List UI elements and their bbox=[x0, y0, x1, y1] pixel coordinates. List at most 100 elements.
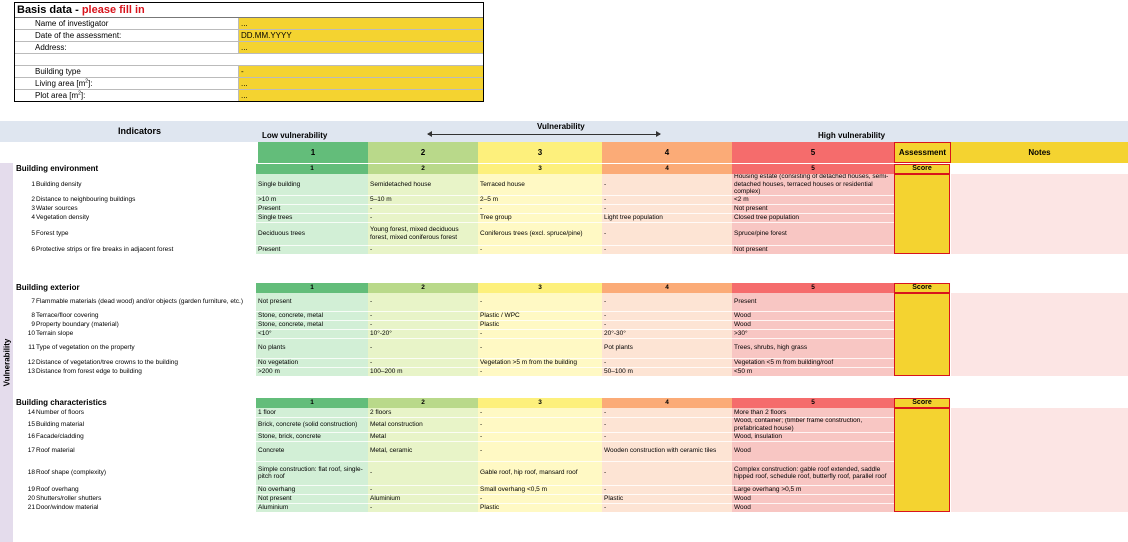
level-header-3: 3 bbox=[478, 142, 602, 163]
indicator-number: 21 bbox=[27, 503, 35, 511]
basis-label: Date of the assessment: bbox=[15, 30, 239, 41]
notes-cell[interactable] bbox=[951, 245, 1128, 254]
level-5-cell: Not present bbox=[732, 245, 894, 254]
level-1-cell: Concrete bbox=[256, 441, 368, 461]
level-4-cell: - bbox=[602, 320, 732, 329]
level-4-cell: Wooden construction with ceramic tiles bbox=[602, 441, 732, 461]
level-4-cell: - bbox=[602, 195, 732, 204]
row-divider bbox=[256, 320, 894, 321]
level-5-cell: >30° bbox=[732, 329, 894, 338]
notes-cell[interactable] bbox=[951, 320, 1128, 329]
basis-value-field[interactable]: DD.MM.YYYY bbox=[239, 30, 483, 41]
section-level-5: 5 bbox=[732, 283, 894, 293]
notes-cell[interactable] bbox=[951, 174, 1128, 195]
basis-label-text: Date of the assessment: bbox=[35, 31, 122, 40]
indicator-number: 8 bbox=[31, 311, 35, 319]
basis-label-text: Living area [m bbox=[35, 79, 86, 88]
notes-header: Notes bbox=[951, 142, 1128, 163]
level-5-cell: Wood bbox=[732, 494, 894, 503]
notes-cell[interactable] bbox=[951, 329, 1128, 338]
notes-cell[interactable] bbox=[951, 367, 1128, 376]
notes-cell[interactable] bbox=[951, 461, 1128, 485]
basis-label: Plot area [m2]: bbox=[15, 90, 239, 101]
notes-cell[interactable] bbox=[951, 494, 1128, 503]
notes-cell[interactable] bbox=[951, 293, 1128, 311]
level-4-cell: - bbox=[602, 174, 732, 195]
notes-cell[interactable] bbox=[951, 485, 1128, 494]
notes-cell[interactable] bbox=[951, 195, 1128, 204]
level-2-cell: 10°-20° bbox=[368, 329, 478, 338]
notes-cell[interactable] bbox=[951, 338, 1128, 358]
level-1-cell: Stone, brick, concrete bbox=[256, 432, 368, 441]
basis-value-field[interactable]: ... bbox=[239, 78, 483, 89]
level-2-cell: Semidetached house bbox=[368, 174, 478, 195]
assessment-score-input[interactable] bbox=[894, 174, 950, 254]
basis-title-prefix: Basis data - bbox=[17, 4, 82, 16]
level-2-cell: - bbox=[368, 461, 478, 485]
notes-cell[interactable] bbox=[951, 503, 1128, 512]
basis-value-field[interactable]: ... bbox=[239, 42, 483, 53]
level-1-cell: Brick, concrete (solid construction) bbox=[256, 417, 368, 432]
assessment-score-input[interactable] bbox=[894, 293, 950, 376]
level-2-cell: 100–200 m bbox=[368, 367, 478, 376]
indicator-number: 9 bbox=[31, 320, 35, 328]
basis-label-superscript: 2 bbox=[85, 78, 89, 85]
indicator-label: Roof material bbox=[36, 447, 75, 455]
level-4-cell: Pot plants bbox=[602, 338, 732, 358]
section-level-1: 1 bbox=[256, 283, 368, 293]
indicators-heading: Indicators bbox=[118, 126, 162, 136]
notes-cell[interactable] bbox=[951, 417, 1128, 432]
notes-cell[interactable] bbox=[951, 222, 1128, 245]
basis-value-field[interactable]: - bbox=[239, 66, 483, 77]
level-2-cell: - bbox=[368, 320, 478, 329]
level-5-cell: Wood bbox=[732, 320, 894, 329]
section-level-5: 5 bbox=[732, 398, 894, 408]
notes-cell[interactable] bbox=[951, 358, 1128, 367]
row-divider bbox=[256, 503, 894, 504]
level-5-cell: Spruce/pine forest bbox=[732, 222, 894, 245]
level-5-cell: Wood bbox=[732, 311, 894, 320]
section-level-4: 4 bbox=[602, 398, 732, 408]
notes-cell[interactable] bbox=[951, 213, 1128, 222]
basis-label-text: Address: bbox=[35, 43, 67, 52]
notes-cell[interactable] bbox=[951, 408, 1128, 417]
basis-value-field[interactable]: ... bbox=[239, 18, 483, 29]
level-5-cell: Trees, shrubs, high grass bbox=[732, 338, 894, 358]
basis-row: Address:... bbox=[15, 42, 483, 54]
level-4-cell: - bbox=[602, 408, 732, 417]
basis-row: Name of investigator... bbox=[15, 18, 483, 30]
level-4-cell: - bbox=[602, 417, 732, 432]
row-divider bbox=[256, 338, 894, 339]
notes-cell[interactable] bbox=[951, 441, 1128, 461]
indicator-label: Building density bbox=[36, 180, 82, 188]
indicator-number: 3 bbox=[31, 204, 35, 212]
assessment-score-input[interactable] bbox=[894, 408, 950, 512]
basis-value-field[interactable]: ... bbox=[239, 90, 483, 101]
level-3-cell: - bbox=[478, 293, 602, 311]
row-divider bbox=[256, 311, 894, 312]
indicator-label: Roof overhang bbox=[36, 485, 79, 493]
notes-cell[interactable] bbox=[951, 204, 1128, 213]
indicator-number: 16 bbox=[27, 432, 35, 440]
row-divider bbox=[256, 461, 894, 462]
level-5-cell: Wood bbox=[732, 441, 894, 461]
notes-cell[interactable] bbox=[951, 432, 1128, 441]
level-1-cell: Stone, concrete, metal bbox=[256, 311, 368, 320]
level-5-cell: Vegetation <5 m from building/roof bbox=[732, 358, 894, 367]
notes-cell[interactable] bbox=[951, 311, 1128, 320]
level-1-cell: Not present bbox=[256, 293, 368, 311]
basis-label-text: Plot area [m bbox=[35, 91, 79, 100]
level-4-cell: - bbox=[602, 222, 732, 245]
level-header-5: 5 bbox=[732, 142, 894, 163]
indicator-label: Distance from forest edge to building bbox=[36, 367, 142, 375]
vulnerability-heading: Vulnerability bbox=[537, 122, 585, 131]
level-1-cell: <10° bbox=[256, 329, 368, 338]
level-3-cell: Coniferous trees (excl. spruce/pine) bbox=[478, 222, 602, 245]
